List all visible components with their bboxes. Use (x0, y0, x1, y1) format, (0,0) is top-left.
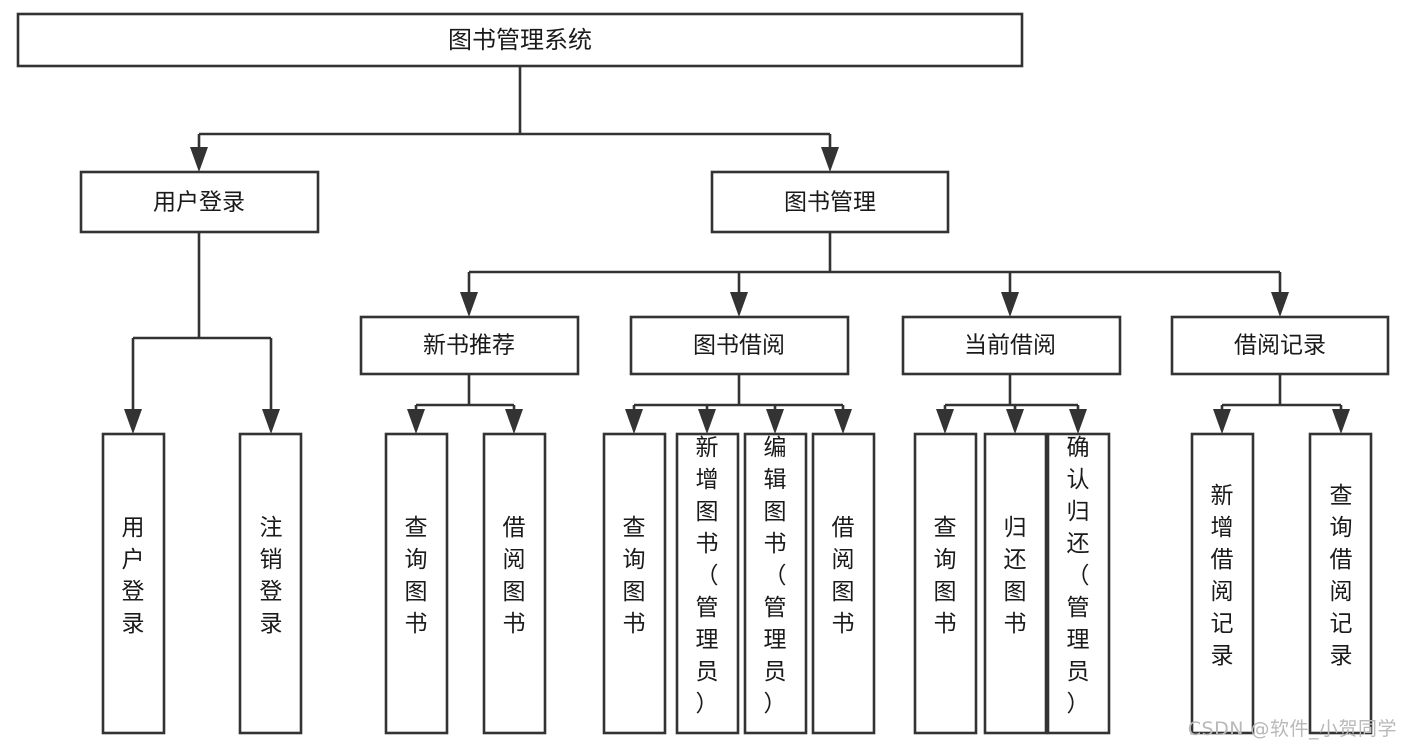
leaf-query-book-2-label: 查询图书 (623, 515, 646, 637)
leaf-group-current-borrow (913, 432, 1111, 735)
leaf-group-borrow-record (1190, 432, 1373, 735)
leaf-confirm-return-label: 确认归还（管理员） (1067, 435, 1090, 717)
leaf-query-record-label: 查询借阅记录 (1330, 483, 1353, 669)
leaf-confirm-return-box[interactable] (1046, 432, 1111, 735)
arrow-head-leaf-borrow-book-2 (834, 409, 852, 434)
arrow-head-leaf-query-book-1 (407, 409, 425, 434)
node-new-book-recommend-label: 新书推荐 (423, 333, 515, 359)
leaf-group-book-borrow (602, 432, 876, 735)
leaf-add-book-box[interactable] (675, 432, 740, 735)
leaf-query-book-1-label: 查询图书 (405, 515, 428, 637)
leaf-borrow-book-1-box[interactable] (482, 432, 547, 735)
arrow-head-current-borrow (1001, 292, 1019, 317)
node-root-box[interactable] (16, 12, 1024, 68)
leaf-user-logout-label: 注销登录 (260, 515, 283, 637)
arrow-head-leaf-query-record (1332, 409, 1350, 434)
leaf-query-book-3-box[interactable] (913, 432, 978, 735)
leaf-borrow-book-2-box[interactable] (811, 432, 876, 735)
arrow-head-leaf-borrow-book-1 (505, 409, 523, 434)
node-book-borrow-box[interactable] (629, 315, 850, 376)
node-user-login[interactable]: 用户登录 (79, 170, 320, 234)
arrow-head-book-borrow (730, 292, 748, 317)
node-book-manage[interactable]: 图书管理 (710, 170, 950, 234)
leaf-query-book-3-label: 查询图书 (934, 515, 957, 637)
leaf-query-book-1-box[interactable] (384, 432, 449, 735)
arrow-head-leaf-user-login (124, 409, 142, 434)
node-current-borrow-box[interactable] (901, 315, 1122, 376)
arrow-head-leaf-add-book (698, 409, 716, 434)
leaf-labels: 用户登录 注销登录 查询图书 借阅图书 查询图书 新增图书（管理员） 编辑图书（… (122, 435, 1353, 717)
leaf-edit-book-label: 编辑图书（管理员） (764, 435, 787, 717)
arrow-head-new-book-recommend (460, 292, 478, 317)
arrow-head-leaf-add-record (1213, 409, 1231, 434)
node-new-book-recommend[interactable]: 新书推荐 (359, 315, 580, 376)
node-root[interactable]: 图书管理系统 (16, 12, 1024, 68)
arrow-head-leaf-confirm-return (1069, 409, 1087, 434)
leaf-user-login-label: 用户登录 (122, 515, 145, 637)
leaf-user-login-box[interactable] (101, 432, 166, 735)
leaf-borrow-book-1-label: 借阅图书 (503, 515, 526, 637)
node-borrow-record[interactable]: 借阅记录 (1170, 315, 1390, 376)
node-user-login-label: 用户登录 (153, 190, 245, 216)
leaf-edit-book-box[interactable] (743, 432, 808, 735)
node-book-manage-box[interactable] (710, 170, 950, 234)
arrow-head-borrow-record (1271, 292, 1289, 317)
leaf-add-book-label: 新增图书（管理员） (696, 435, 719, 717)
node-borrow-record-box[interactable] (1170, 315, 1390, 376)
connector-group (124, 66, 1350, 434)
leaf-group-new-book-recommend (384, 432, 547, 735)
leaf-return-book-box[interactable] (983, 432, 1048, 735)
node-book-borrow-label: 图书借阅 (693, 333, 785, 359)
node-book-manage-label: 图书管理 (784, 190, 876, 216)
leaf-group-user-login (101, 432, 303, 735)
leaf-user-logout-box[interactable] (238, 432, 303, 735)
arrow-head-leaf-edit-book (766, 409, 784, 434)
arrow-head-leaf-query-book-3 (936, 409, 954, 434)
arrow-head-user-login (190, 147, 208, 172)
node-book-borrow[interactable]: 图书借阅 (629, 315, 850, 376)
leaf-query-record-box[interactable] (1308, 432, 1373, 735)
node-current-borrow-label: 当前借阅 (964, 333, 1056, 359)
arrow-head-leaf-return-book (1006, 409, 1024, 434)
node-new-book-recommend-box[interactable] (359, 315, 580, 376)
leaf-query-book-2-box[interactable] (602, 432, 667, 735)
arrow-head-book-manage (821, 147, 839, 172)
leaf-add-record-label: 新增借阅记录 (1211, 483, 1234, 669)
node-root-label: 图书管理系统 (448, 26, 592, 54)
leaf-add-record-box[interactable] (1190, 432, 1255, 735)
leaf-return-book-label: 归还图书 (1004, 515, 1027, 637)
csdn-watermark: CSDN @软件_小贺同学 (1187, 718, 1397, 740)
node-borrow-record-label: 借阅记录 (1234, 333, 1326, 359)
arrow-head-leaf-query-book-2 (625, 409, 643, 434)
node-current-borrow[interactable]: 当前借阅 (901, 315, 1122, 376)
arrow-head-leaf-user-logout (262, 409, 280, 434)
leaf-borrow-book-2-label: 借阅图书 (832, 515, 855, 637)
node-user-login-box[interactable] (79, 170, 320, 234)
